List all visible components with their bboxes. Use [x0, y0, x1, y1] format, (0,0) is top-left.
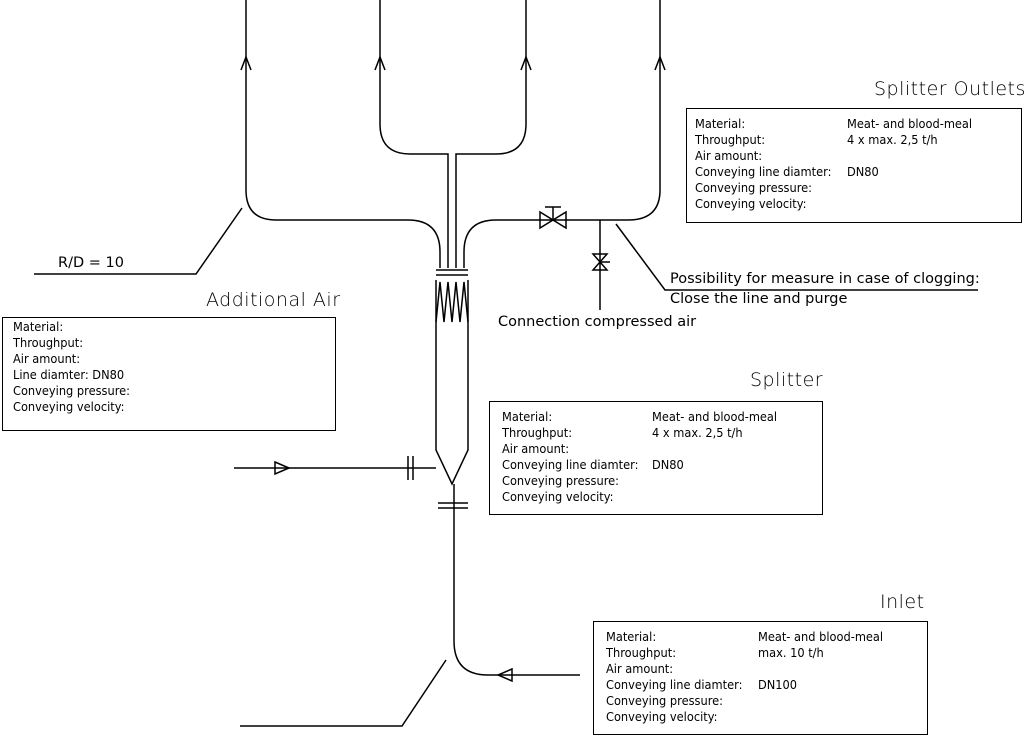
outlets-diameter-value: DN80	[847, 165, 879, 179]
outlets-velocity-label: Conveying velocity:	[695, 197, 807, 211]
outlets-diameter-label: Conveying line diamter:	[695, 165, 832, 179]
compressed-air-label: Connection compressed air	[498, 314, 697, 330]
inlet-throughput-label: Throughput:	[606, 646, 677, 660]
outlets-pressure-label: Conveying pressure:	[695, 181, 813, 195]
outlet-line-4	[463, 0, 661, 268]
inlet-air-amount-label: Air amount:	[606, 662, 674, 676]
additional-air-line-diameter-label: Line diamter: DN80	[13, 368, 125, 382]
additional-air-material-label: Material:	[13, 320, 64, 334]
inlet-flange	[438, 502, 468, 509]
splitter-velocity-label: Conveying velocity:	[502, 490, 614, 504]
compressed-air-valve-icon	[591, 253, 609, 271]
inlet-arrow	[496, 667, 513, 683]
inlet-leader	[240, 659, 447, 727]
splitter-throughput-value: 4 x max. 2,5 t/h	[652, 426, 743, 440]
additional-air-throughput-label: Throughput:	[13, 336, 84, 350]
inlet-title: Inlet	[880, 591, 925, 613]
splitter-body	[435, 280, 469, 486]
clogging-note-line1: Possibility for measure in case of clogg…	[670, 271, 980, 287]
additional-air-flange	[407, 456, 414, 480]
inlet-line	[453, 484, 580, 676]
outlet-valve-icon	[539, 210, 567, 230]
splitter-air-amount-label: Air amount:	[502, 442, 570, 456]
outlets-throughput-label: Throughput:	[695, 133, 766, 147]
additional-air-title: Additional Air	[206, 289, 341, 311]
inlet-material-label: Material:	[606, 630, 657, 644]
outlets-material-value: Meat- and blood-meal	[847, 117, 973, 131]
outlets-throughput-value: 4 x max. 2,5 t/h	[847, 133, 938, 147]
rd-label: R/D = 10	[58, 255, 124, 271]
arrow-up-1	[240, 54, 252, 71]
arrow-up-3	[520, 54, 532, 71]
inlet-throughput-value: max. 10 t/h	[758, 646, 824, 660]
outlet-line-2	[379, 0, 449, 268]
splitter-title: Splitter	[750, 369, 824, 391]
inlet-velocity-label: Conveying velocity:	[606, 710, 718, 724]
inlet-pressure-label: Conveying pressure:	[606, 694, 724, 708]
clogging-leader	[615, 223, 978, 291]
splitter-outlets-box: Material: Meat- and blood-meal Throughpu…	[686, 108, 1022, 223]
arrow-up-4	[654, 54, 666, 71]
inlet-box: Material: Meat- and blood-meal Throughpu…	[593, 621, 928, 735]
outlets-air-amount-label: Air amount:	[695, 149, 763, 163]
splitter-box: Material: Meat- and blood-meal Throughpu…	[489, 401, 823, 515]
splitter-material-value: Meat- and blood-meal	[652, 410, 778, 424]
clogging-note-line2: Close the line and purge	[670, 291, 848, 307]
rd-leader	[34, 207, 243, 275]
additional-air-air-amount-label: Air amount:	[13, 352, 81, 366]
splitter-throughput-label: Throughput:	[502, 426, 573, 440]
additional-air-pressure-label: Conveying pressure:	[13, 384, 131, 398]
splitter-crown	[435, 281, 469, 323]
splitter-diameter-label: Conveying line diamter:	[502, 458, 639, 472]
inlet-diameter-value: DN100	[758, 678, 798, 692]
inlet-diameter-label: Conveying line diamter:	[606, 678, 743, 692]
inlet-material-value: Meat- and blood-meal	[758, 630, 884, 644]
outlet-line-3	[455, 0, 527, 268]
outlet-flanges	[436, 269, 468, 276]
splitter-pressure-label: Conveying pressure:	[502, 474, 620, 488]
splitter-material-label: Material:	[502, 410, 553, 424]
splitter-diameter-value: DN80	[652, 458, 684, 472]
additional-air-velocity-label: Conveying velocity:	[13, 400, 125, 414]
outlets-material-label: Material:	[695, 117, 746, 131]
additional-air-box: Material: Throughput: Air amount: Line d…	[2, 317, 336, 431]
arrow-up-2	[374, 54, 386, 71]
outlet-line-1	[245, 0, 441, 268]
splitter-outlets-title: Splitter Outlets	[874, 78, 1024, 100]
additional-air-arrow	[274, 460, 291, 476]
